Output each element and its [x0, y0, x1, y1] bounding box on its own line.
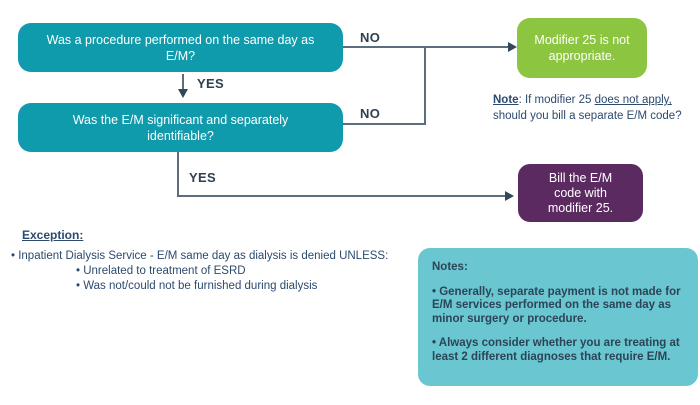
note-after-label: : If modifier 25 — [518, 94, 595, 106]
notes-panel-item-1: • Generally, separate payment is not mad… — [432, 285, 681, 325]
branch-label-no-2: NO — [360, 106, 381, 121]
question-box-em-significant: Was the E/M significant and separately i… — [18, 103, 343, 152]
connector-yes-2-vertical — [177, 152, 179, 197]
outcome-box-modifier-not-appropriate: Modifier 25 is not appropriate. — [517, 18, 647, 78]
notes-panel-heading: Notes: — [432, 261, 468, 273]
exception-heading: Exception: — [22, 228, 84, 242]
connector-no-join-vertical — [424, 46, 426, 125]
note-text: Note: If modifier 25 does not apply, sho… — [493, 92, 700, 124]
arrowhead-right-icon — [508, 42, 517, 52]
note-line2: should you bill a separate E/M code? — [493, 110, 682, 122]
note-underlined-phrase: does not apply, — [594, 94, 672, 106]
exception-item-1: • Inpatient Dialysis Service - E/M same … — [11, 250, 389, 262]
outcome-box-bill-em-modifier-25-text: Bill the E/M code with modifier 25. — [548, 171, 613, 216]
outcome-box-bill-em-modifier-25: Bill the E/M code with modifier 25. — [518, 164, 643, 222]
connector-yes-1-line — [182, 74, 184, 91]
arrowhead-down-icon — [178, 89, 188, 98]
bill-em-line1: Bill the E/M — [548, 170, 613, 185]
bill-em-line3: modifier 25. — [547, 200, 614, 215]
branch-label-yes-1: YES — [197, 76, 224, 91]
question-box-procedure-same-day: Was a procedure performed on the same da… — [18, 23, 343, 72]
question-box-procedure-same-day-text: Was a procedure performed on the same da… — [46, 32, 315, 63]
connector-no-1-line — [343, 46, 510, 48]
note-label: Note — [493, 94, 519, 106]
outcome-box-modifier-not-appropriate-text: Modifier 25 is not appropriate. — [534, 33, 630, 63]
notes-panel-item-2: • Always consider whether you are treati… — [432, 337, 680, 363]
arrowhead-right-icon — [505, 191, 514, 201]
notes-panel: Notes: • Generally, separate payment is … — [418, 248, 698, 386]
connector-no-2-line — [343, 123, 426, 125]
connector-yes-2-horizontal — [177, 195, 506, 197]
exception-item-2: • Unrelated to treatment of ESRD — [76, 265, 246, 277]
bill-em-line2: code with — [554, 185, 607, 200]
exception-item-3: • Was not/could not be furnished during … — [76, 280, 318, 292]
branch-label-yes-2: YES — [189, 170, 216, 185]
branch-label-no-1: NO — [360, 30, 381, 45]
question-box-em-significant-text: Was the E/M significant and separately i… — [72, 112, 289, 143]
